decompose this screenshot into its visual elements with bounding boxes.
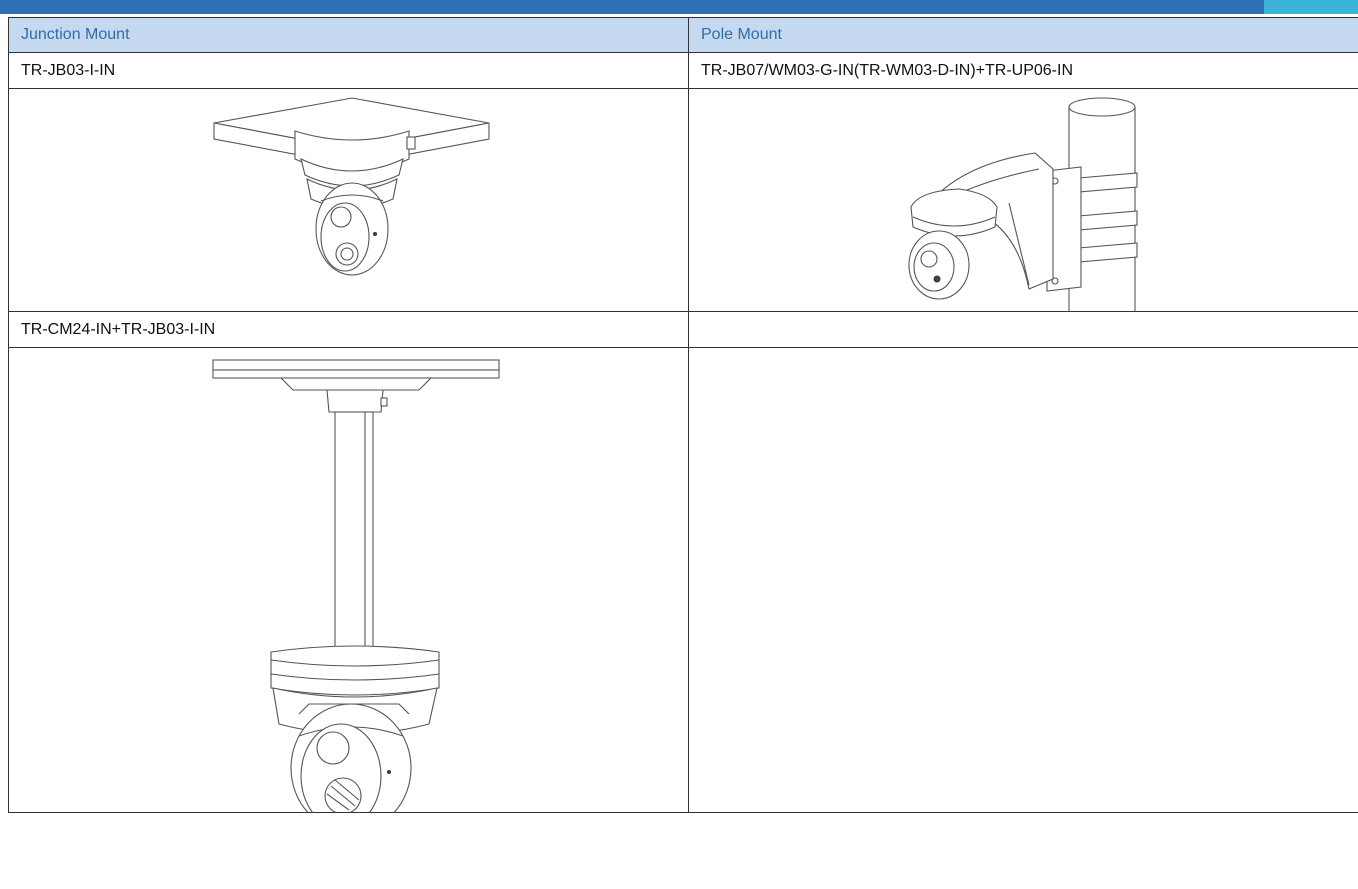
ceiling-pendant-mount-drawing: [212, 359, 500, 812]
table-row: [8, 88, 1358, 312]
ceiling-image-cell: [8, 347, 689, 813]
top-banner-accent: [1264, 0, 1358, 14]
pole-mount-drawing: [908, 97, 1138, 311]
junction-mount-drawing: [213, 97, 490, 276]
empty-image-cell: [688, 347, 1358, 813]
model-ceiling: TR-CM24-IN+TR-JB03-I-IN: [8, 311, 689, 348]
header-pole-mount: Pole Mount: [688, 17, 1358, 53]
model-empty: [688, 311, 1358, 348]
table-header-row: Junction Mount Pole Mount: [8, 17, 1358, 53]
pole-image-cell: [688, 88, 1358, 312]
mount-table: Junction Mount Pole Mount TR-JB03-I-IN T…: [8, 17, 1358, 813]
header-junction-mount: Junction Mount: [8, 17, 689, 53]
model-pole: TR-JB07/WM03-G-IN(TR-WM03-D-IN)+TR-UP06-…: [688, 52, 1358, 89]
model-junction: TR-JB03-I-IN: [8, 52, 689, 89]
junction-image-cell: [8, 88, 689, 312]
table-row: TR-CM24-IN+TR-JB03-I-IN: [8, 311, 1358, 348]
table-row: [8, 347, 1358, 813]
table-row: TR-JB03-I-IN TR-JB07/WM03-G-IN(TR-WM03-D…: [8, 52, 1358, 89]
top-banner-bar: [0, 0, 1358, 14]
